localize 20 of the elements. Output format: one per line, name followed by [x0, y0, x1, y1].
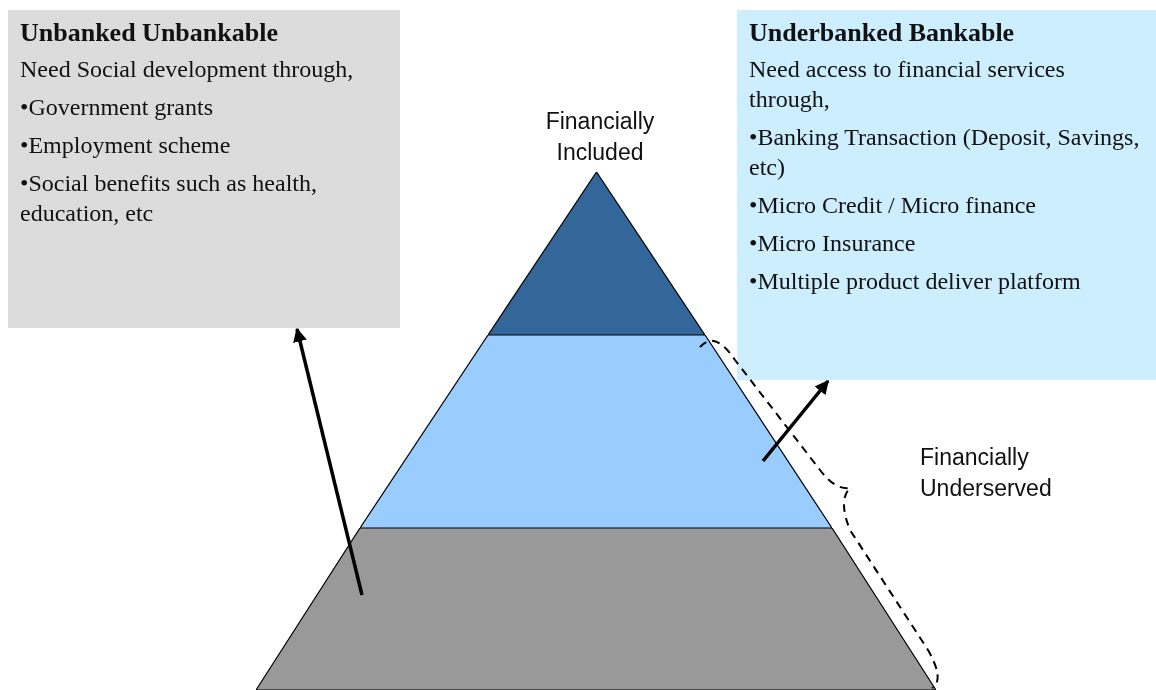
text-panel — [737, 10, 1156, 380]
bracket-label: Financially Underserved — [920, 443, 1053, 503]
pyramid-bottom-tier — [256, 528, 936, 690]
bullet-item: •Micro Credit / Micro finance — [749, 191, 1037, 220]
pyramid-middle-tier — [360, 335, 832, 528]
bullet-item: •Banking Transaction (Deposit, Savings, etc) — [749, 123, 1141, 182]
panel-intro-text: Need Social development through, — [20, 55, 355, 84]
bullet-item: •Government grants — [20, 93, 215, 122]
bullet-item: •Employment scheme — [20, 131, 232, 160]
panel-heading: Underbanked Bankable — [749, 18, 1016, 48]
bullet-item: •Multiple product deliver platform — [749, 267, 1082, 296]
bullet-item: •Micro Insurance — [749, 229, 917, 258]
arrow — [761, 379, 830, 463]
panel-heading: Unbanked Unbankable — [20, 18, 279, 48]
panel-intro-text: Need access to financial services through, — [749, 55, 1066, 114]
tier-caption: Financially Included — [544, 107, 656, 167]
arrow — [293, 327, 364, 596]
pyramid-top-tier — [488, 172, 705, 335]
text-panel — [8, 10, 400, 328]
bullet-item: •Social benefits such as health, education, etc — [20, 169, 318, 228]
